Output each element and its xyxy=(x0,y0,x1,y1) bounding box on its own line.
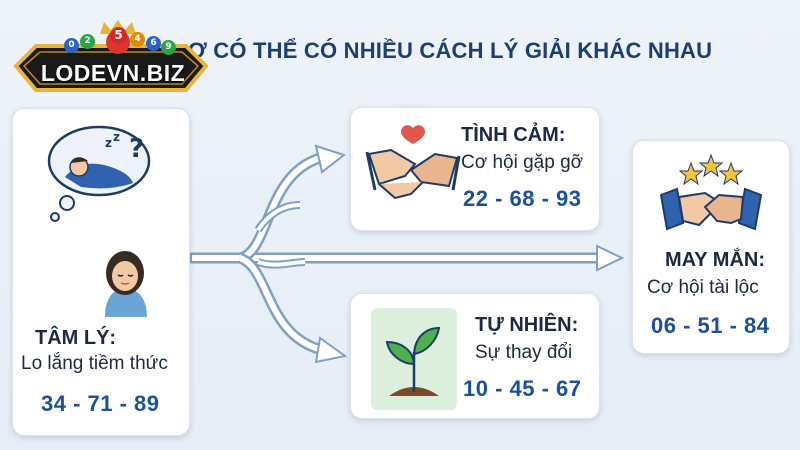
arrow-to-bottom xyxy=(237,252,348,364)
node-numbers: 10 - 45 - 67 xyxy=(463,376,582,401)
plant-sprout-icon xyxy=(385,326,441,396)
handshake-stars-icon xyxy=(659,153,763,231)
node-numbers: 22 - 68 - 93 xyxy=(463,186,582,211)
svg-text:z: z xyxy=(105,136,112,150)
node-sub: Cơ hội gặp gỡ xyxy=(461,152,584,173)
arrow-to-top-small xyxy=(254,201,301,233)
logo-ball: 6 xyxy=(146,36,161,51)
node-label: TỰ NHIÊN: xyxy=(475,314,579,336)
page-title: Ơ CÓ THỂ CÓ NHIỀU CÁCH LÝ GIẢI KHÁC NHAU xyxy=(188,38,713,63)
logo-text: LODEVN.BIZ xyxy=(40,60,186,86)
node-sub: Cơ hội tài lộc xyxy=(647,277,759,298)
logo-ball: 0 xyxy=(64,38,79,53)
svg-text:?: ? xyxy=(129,134,144,164)
node-label: TÌNH CẢM: xyxy=(461,124,566,146)
dream-sleep-icon: z z ? xyxy=(47,125,151,222)
node-tam-ly: z z ? TÂM LÝ: Lo lắng tiềm thức 34 - 71 … xyxy=(12,108,190,436)
node-tinh-cam: TÌNH CẢM: Cơ hội gặp gỡ 22 - 68 - 93 xyxy=(350,107,600,231)
svg-text:z: z xyxy=(113,130,120,144)
node-label: MAY MẮN: xyxy=(665,249,766,271)
logo-ball: 4 xyxy=(130,32,145,47)
node-sub: Lo lắng tiềm thức xyxy=(21,353,168,374)
node-numbers: 06 - 51 - 84 xyxy=(651,313,770,338)
logo-ball: 5 xyxy=(110,27,127,44)
node-may-man: MAY MẮN: Cơ hội tài lộc 06 - 51 - 84 xyxy=(632,140,790,354)
node-tu-nhien: TỰ NHIÊN: Sự thay đổi 10 - 45 - 67 xyxy=(350,293,600,419)
logo-ball: 9 xyxy=(161,40,176,55)
brand-logo[interactable]: 0 2 5 4 6 9 LODEVN.BIZ xyxy=(8,8,214,112)
node-sub: Sự thay đổi xyxy=(475,342,573,363)
holding-hands-icon xyxy=(365,125,461,200)
arrow-to-bottom-small xyxy=(256,258,306,269)
node-numbers: 34 - 71 - 89 xyxy=(41,391,160,416)
moon-girl-icon xyxy=(41,249,147,317)
arrow-to-right xyxy=(186,244,625,272)
logo-ball: 2 xyxy=(80,34,95,49)
node-label: TÂM LÝ: xyxy=(35,327,117,349)
